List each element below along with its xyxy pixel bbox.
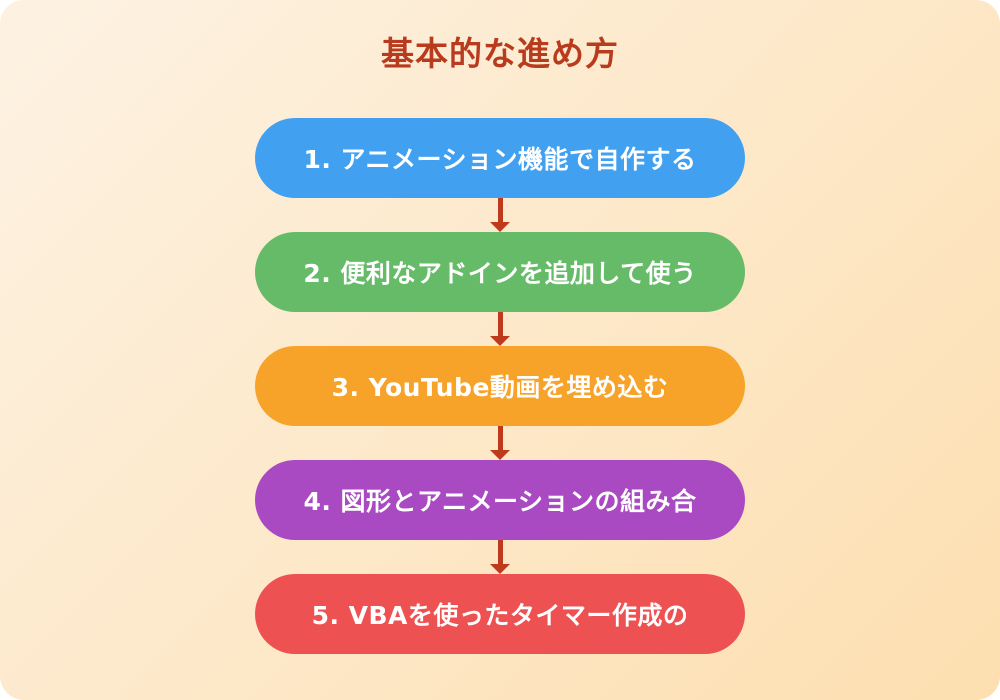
- arrow-down-4-icon: [490, 539, 510, 574]
- step-4: 4. 図形とアニメーションの組み合: [255, 459, 745, 540]
- arrow-down-1-icon: [490, 197, 510, 232]
- arrow-head: [490, 221, 510, 232]
- step-3: 3. YouTube動画を埋め込む: [255, 345, 745, 426]
- step-2-label: 2. 便利なアドインを追加して使う: [303, 258, 697, 288]
- arrow-down-3-icon: [490, 425, 510, 460]
- step-5-label: 5. VBAを使ったタイマー作成の: [311, 600, 689, 630]
- arrow-line: [497, 197, 503, 223]
- step-1: 1. アニメーション機能で自作する: [255, 117, 745, 198]
- arrow-head: [490, 335, 510, 346]
- step-3-label: 3. YouTube動画を埋め込む: [331, 372, 669, 402]
- step-4-label: 4. 図形とアニメーションの組み合: [303, 486, 697, 516]
- arrow-down-2-icon: [490, 311, 510, 346]
- arrow-head: [490, 563, 510, 574]
- page-title: 基本的な進め方: [381, 34, 619, 73]
- flow-diagram: 1. アニメーション機能で自作する 2. 便利なアドインを追加して使う 3. Y…: [0, 117, 1000, 654]
- arrow-line: [497, 539, 503, 565]
- step-1-label: 1. アニメーション機能で自作する: [303, 144, 697, 174]
- step-2: 2. 便利なアドインを追加して使う: [255, 231, 745, 312]
- arrow-line: [497, 311, 503, 337]
- arrow-head: [490, 449, 510, 460]
- arrow-line: [497, 425, 503, 451]
- step-5: 5. VBAを使ったタイマー作成の: [255, 573, 745, 654]
